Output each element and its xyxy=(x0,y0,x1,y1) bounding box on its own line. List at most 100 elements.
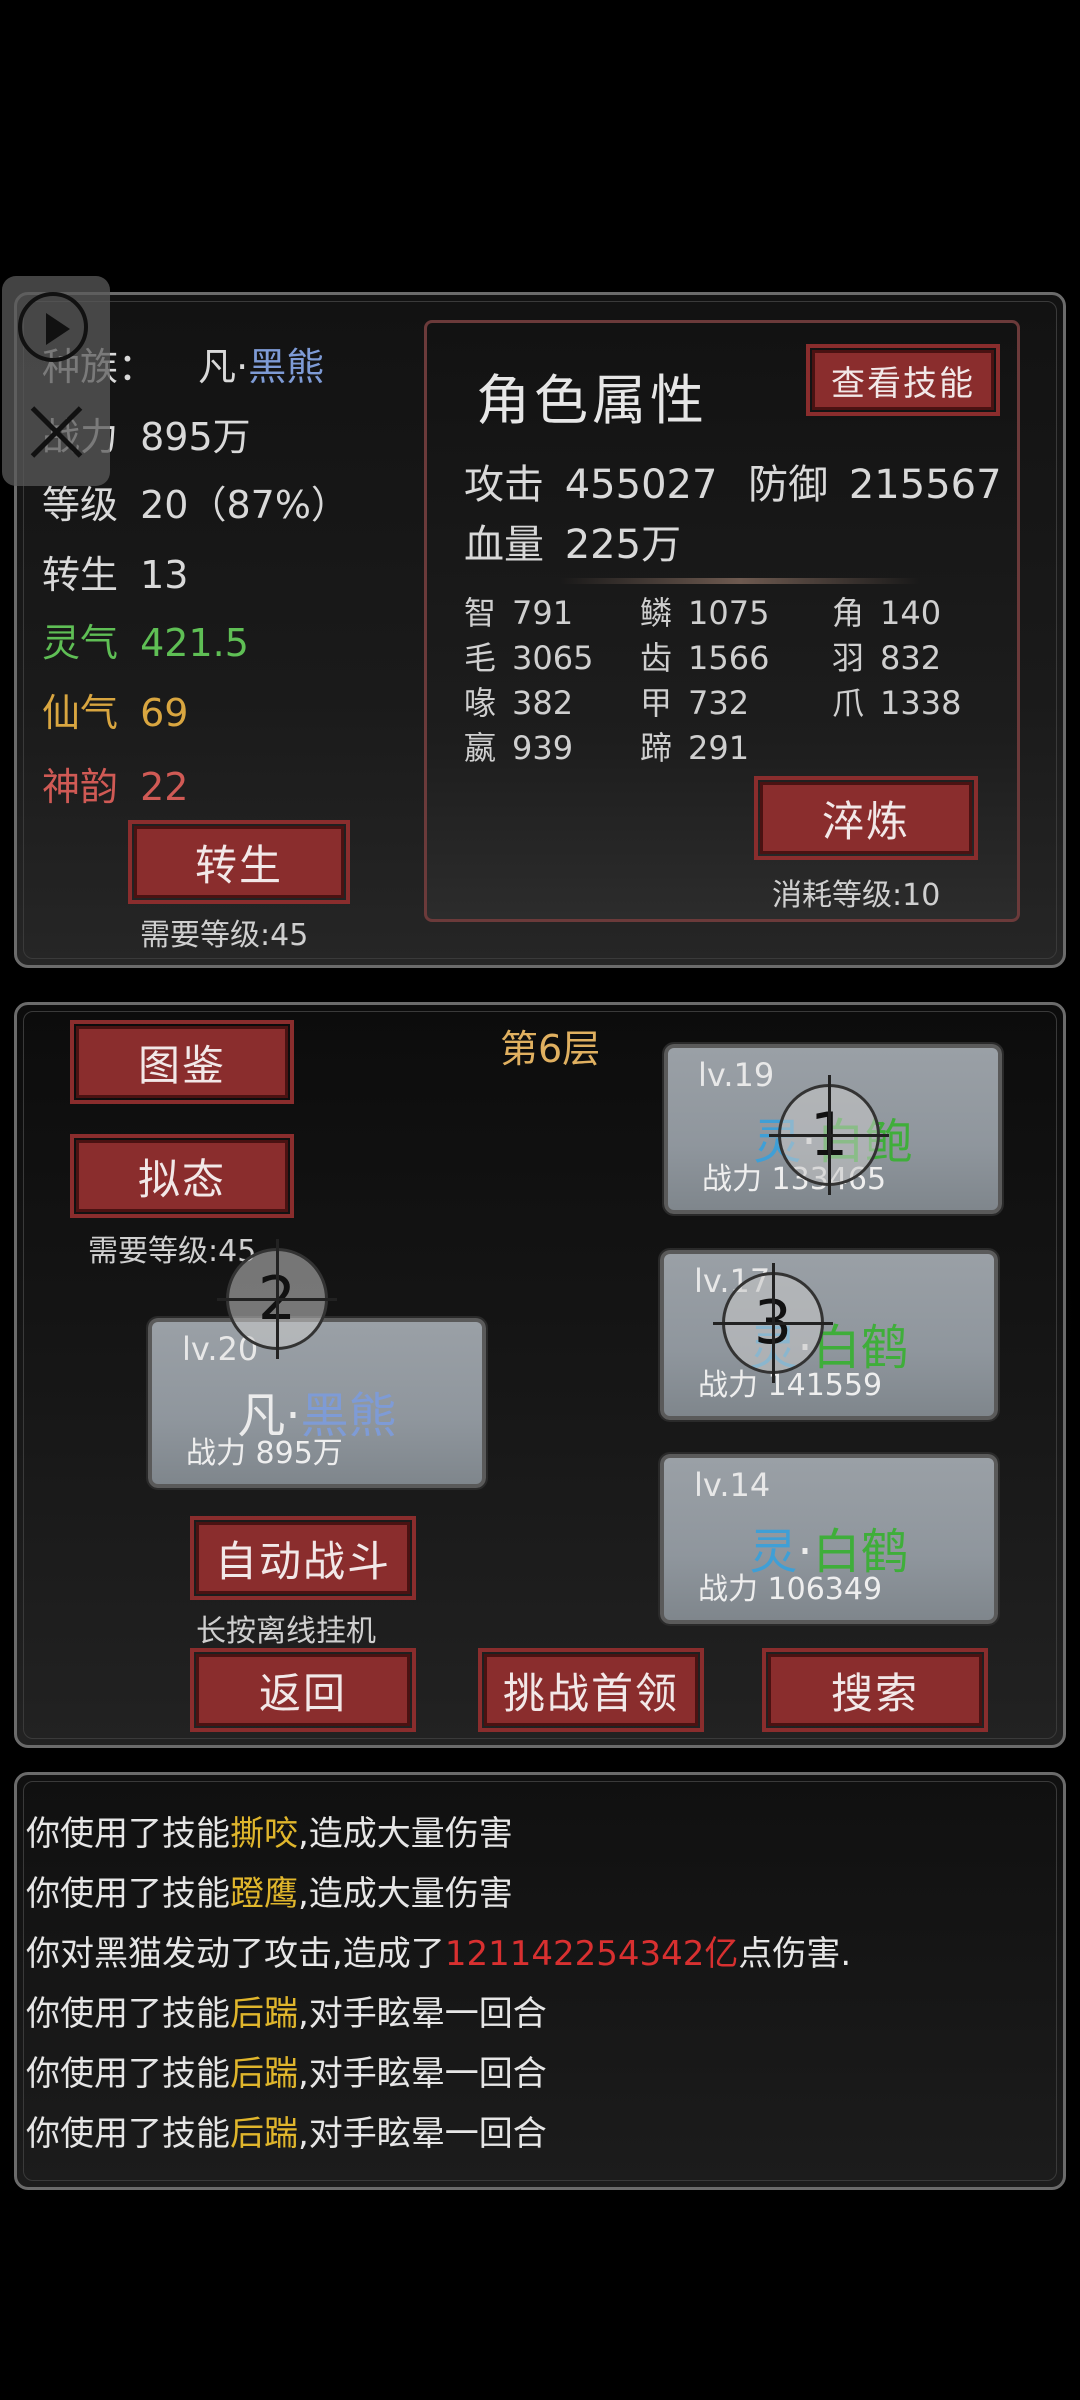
enemy-1-level: lv.19 xyxy=(698,1056,775,1094)
attribute-key: 爪 xyxy=(832,684,865,722)
floor-label: 第6层 xyxy=(500,1027,601,1071)
enemy-3-sep: · xyxy=(797,1524,813,1580)
rebirth-requirement: 需要等级:45 xyxy=(140,918,309,953)
close-icon[interactable] xyxy=(26,402,86,462)
attribute-cell: 鳞 1075 xyxy=(640,588,769,634)
player-card[interactable]: lv.20 凡·黑熊 战力 895万 xyxy=(146,1316,488,1490)
rebirth-label: 转生 xyxy=(42,553,119,597)
attribute-cell: 蹄 291 xyxy=(640,723,749,769)
log-text: 你使用了技能 xyxy=(26,2114,230,2154)
lingqi-row: 灵气 421.5 xyxy=(42,612,249,667)
auto-battle-hint: 长按离线挂机 xyxy=(196,1614,376,1649)
attribute-key: 智 xyxy=(464,594,497,632)
attribute-key: 鳞 xyxy=(640,594,673,632)
xianqi-row: 仙气 69 xyxy=(42,682,188,737)
attribute-value: 291 xyxy=(688,729,750,767)
log-line: 你使用了技能后踹,对手眩晕一回合 xyxy=(26,2046,547,2095)
enemy-card-3[interactable]: lv.14 灵·白鹤 战力 106349 xyxy=(658,1452,1000,1626)
hp-row: 血量 225万 xyxy=(464,512,681,570)
log-highlight: 121142254342亿 xyxy=(444,1934,739,1974)
rebirth-value: 13 xyxy=(140,553,189,597)
log-text: 你使用了技能 xyxy=(26,2054,230,2094)
play-icon[interactable] xyxy=(18,292,88,362)
shenyun-row: 神韵 22 xyxy=(42,756,188,811)
mimic-requirement: 需要等级:45 xyxy=(88,1234,257,1269)
attribute-cell: 角 140 xyxy=(832,588,941,634)
race-prefix: 凡 xyxy=(198,345,237,389)
attribute-cell: 喙 382 xyxy=(464,678,573,724)
enemy-3-prefix: 灵 xyxy=(749,1524,798,1580)
attack-row: 攻击 455027 防御 215567 xyxy=(464,452,1002,510)
auto-battle-button[interactable]: 自动战斗 xyxy=(190,1516,416,1600)
shenyun-value: 22 xyxy=(140,765,189,809)
rebirth-button[interactable]: 转生 xyxy=(128,820,350,904)
attributes-title: 角色属性 xyxy=(476,369,708,432)
log-highlight: 后踹 xyxy=(230,1994,298,2034)
attack-value: 455027 xyxy=(564,462,718,508)
player-prefix: 凡 xyxy=(237,1388,286,1444)
enemy-3-power: 战力 106349 xyxy=(698,1572,883,1607)
enemy-2-beast: 白鹤 xyxy=(812,1320,909,1376)
challenge-boss-button[interactable]: 挑战首领 xyxy=(478,1648,704,1732)
attribute-key: 齿 xyxy=(640,639,673,677)
log-line: 你使用了技能后踹,对手眩晕一回合 xyxy=(26,2106,547,2155)
log-text: 你对黑猫发动了攻击,造成了 xyxy=(26,1934,445,1974)
xianqi-value: 69 xyxy=(140,691,189,735)
marker-3-label: 3 xyxy=(753,1288,793,1358)
battle-log-panel xyxy=(14,1772,1066,2190)
log-text: ,对手眩晕一回合 xyxy=(298,2114,547,2154)
attack-label: 攻击 xyxy=(464,462,544,508)
log-highlight: 后踹 xyxy=(230,2054,298,2094)
codex-button[interactable]: 图鉴 xyxy=(70,1020,294,1104)
attribute-key: 甲 xyxy=(640,684,673,722)
attribute-value: 1075 xyxy=(688,594,770,632)
player-beast: 黑熊 xyxy=(300,1388,397,1444)
xianqi-label: 仙气 xyxy=(42,691,119,735)
attribute-key: 角 xyxy=(832,594,865,632)
marker-2-label: 2 xyxy=(257,1264,297,1334)
attribute-value: 832 xyxy=(880,639,942,677)
log-text: 你使用了技能 xyxy=(26,1994,230,2034)
view-skills-button[interactable]: 查看技能 xyxy=(806,344,1000,416)
mimic-button[interactable]: 拟态 xyxy=(70,1134,294,1218)
log-line: 你使用了技能撕咬,造成大量伤害 xyxy=(26,1806,513,1855)
attribute-key: 蹄 xyxy=(640,729,673,767)
refine-button[interactable]: 淬炼 xyxy=(754,776,978,860)
race-sep: · xyxy=(236,345,249,389)
refine-cost: 消耗等级:10 xyxy=(772,878,941,913)
hp-label: 血量 xyxy=(464,522,544,568)
attribute-cell: 智 791 xyxy=(464,588,573,634)
shenyun-label: 神韵 xyxy=(42,765,119,809)
log-text: 你使用了技能 xyxy=(26,1814,230,1854)
enemy-2-power: 战力 141559 xyxy=(698,1368,883,1403)
attribute-key: 嬴 xyxy=(464,729,497,767)
back-button[interactable]: 返回 xyxy=(190,1648,416,1732)
target-marker-3: 3 xyxy=(713,1263,833,1383)
power-value: 895万 xyxy=(140,415,251,459)
log-line: 你对黑猫发动了攻击,造成了121142254342亿点伤害. xyxy=(26,1926,851,1975)
log-highlight: 撕咬 xyxy=(230,1814,298,1854)
defense-value: 215567 xyxy=(848,462,1002,508)
attributes-divider xyxy=(560,578,920,584)
attribute-key: 毛 xyxy=(464,639,497,677)
log-text: ,造成大量伤害 xyxy=(298,1874,513,1914)
log-text: ,造成大量伤害 xyxy=(298,1814,513,1854)
target-marker-1: 1 xyxy=(769,1075,889,1195)
lingqi-value: 421.5 xyxy=(140,621,249,665)
target-marker-2: 2 xyxy=(217,1239,337,1359)
search-button[interactable]: 搜索 xyxy=(762,1648,988,1732)
attribute-value: 382 xyxy=(512,684,574,722)
race-name: 黑熊 xyxy=(248,345,325,389)
defense-label: 防御 xyxy=(748,462,829,508)
attribute-value: 791 xyxy=(512,594,574,632)
attribute-key: 喙 xyxy=(464,684,497,722)
log-text: 点伤害. xyxy=(738,1934,852,1974)
log-text: ,对手眩晕一回合 xyxy=(298,2054,547,2094)
enemy-card-2[interactable]: lv.17 灵·白鹤 战力 141559 xyxy=(658,1248,1000,1422)
attribute-value: 140 xyxy=(880,594,942,632)
